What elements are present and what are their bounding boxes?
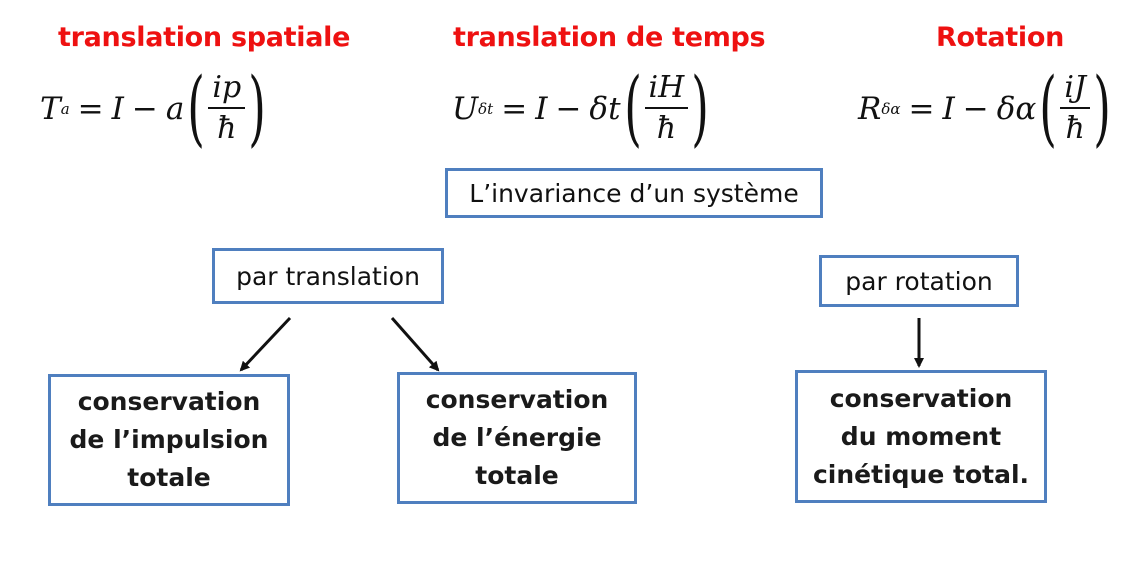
conservation-impulsion-text: conservation de l’impulsion totale (70, 383, 269, 497)
arrow-to-impulsion (239, 316, 292, 372)
text-line: de l’énergie (432, 423, 602, 452)
invariance-box: L’invariance d’un système (445, 168, 823, 218)
equals-sign: = (908, 91, 935, 127)
left-parenthesis: ( (187, 61, 206, 156)
fraction-denominator: ħ (656, 110, 677, 146)
text-line: cinétique total. (812, 459, 1030, 489)
arrow-to-energie (390, 317, 440, 372)
formula-lhs: R (858, 91, 882, 127)
identity-operator: I (535, 91, 548, 127)
heading-spatial-translation: translation spatiale (58, 22, 351, 53)
formula-subscript: a (60, 100, 70, 118)
invariance-label: L’invariance d’un système (469, 178, 799, 208)
fraction: iH ħ (644, 71, 689, 147)
formula-coefficient: δt (589, 91, 621, 127)
formula-coefficient: a (165, 91, 185, 127)
par-translation-box: par translation (212, 248, 444, 304)
conservation-moment-text: conservation du moment cinétique total. (813, 380, 1029, 494)
equals-sign: = (501, 91, 528, 127)
conservation-moment-box: conservation du moment cinétique total. (795, 370, 1047, 503)
heading-time-translation: translation de temps (453, 22, 766, 53)
formula-subscript: δα (881, 100, 901, 118)
conservation-energie-box: conservation de l’énergie totale (397, 372, 637, 504)
right-parenthesis: ) (691, 61, 710, 156)
left-parenthesis: ( (623, 61, 642, 156)
par-translation-label: par translation (236, 261, 420, 291)
fraction-numerator: ip (208, 71, 246, 109)
right-parenthesis: ) (1093, 61, 1111, 156)
right-parenthesis: ) (248, 61, 266, 156)
par-rotation-label: par rotation (845, 266, 993, 296)
fraction-numerator: iH (644, 71, 689, 109)
conservation-impulsion-box: conservation de l’impulsion totale (48, 374, 290, 506)
left-parenthesis: ( (1039, 61, 1058, 156)
par-rotation-box: par rotation (819, 255, 1019, 307)
equals-sign: = (77, 91, 104, 127)
conservation-energie-text: conservation de l’énergie totale (426, 381, 609, 495)
text-line: totale (475, 461, 559, 490)
formula-lhs: U (452, 91, 479, 127)
text-line: conservation (425, 385, 609, 414)
text-line: totale (127, 463, 211, 492)
minus-sign: − (962, 91, 989, 127)
formula-lhs: T (40, 91, 61, 127)
minus-sign: − (131, 91, 158, 127)
fraction-denominator: ħ (217, 110, 237, 146)
text-line: conservation (77, 387, 261, 416)
text-line: du moment (840, 421, 1002, 451)
heading-rotation: Rotation (936, 22, 1064, 53)
identity-operator: I (942, 91, 955, 127)
text-line: conservation (829, 383, 1013, 413)
fraction: iJ ħ (1060, 71, 1090, 147)
fraction: ip ħ (208, 71, 246, 147)
formula-subscript: δt (478, 100, 494, 118)
formula-coefficient: δα (996, 91, 1037, 127)
fraction-numerator: iJ (1060, 71, 1090, 109)
text-line: de l’impulsion (69, 425, 269, 454)
fraction-denominator: ħ (1065, 110, 1085, 146)
identity-operator: I (111, 91, 124, 127)
minus-sign: − (555, 91, 582, 127)
